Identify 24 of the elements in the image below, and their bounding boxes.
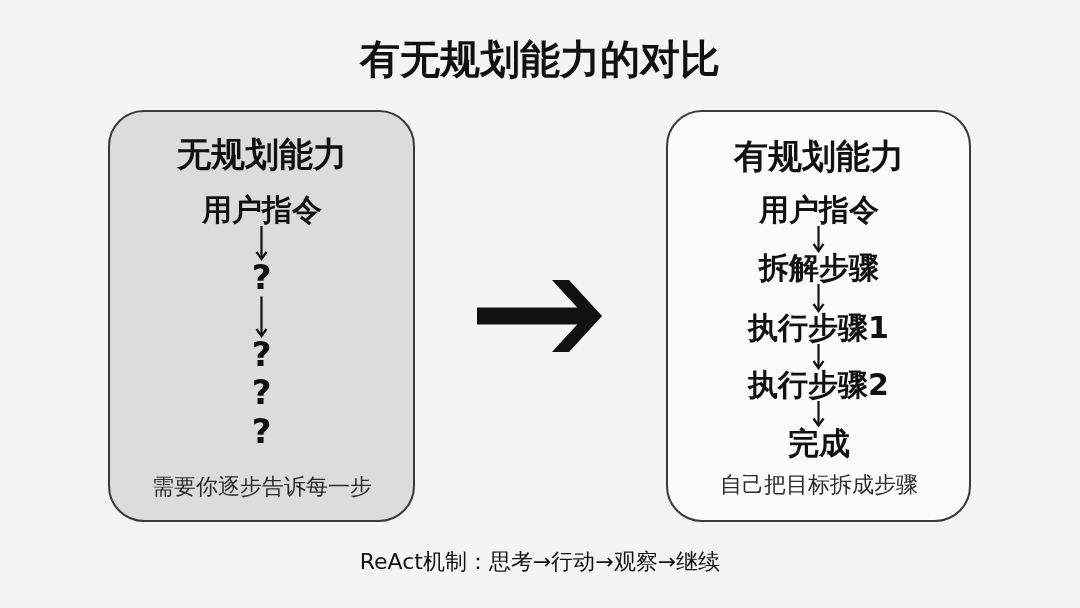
panel-heading: 有规划能力 — [733, 137, 904, 177]
flow-step: 用户指令 — [201, 193, 322, 226]
arrow — [812, 226, 825, 253]
flow-step: 执行步骤2 — [748, 368, 889, 401]
arrow — [255, 296, 268, 338]
panel-note: 需要你逐步告诉每一步 — [151, 474, 372, 500]
panel-heading: 无规划能力 — [176, 135, 347, 175]
arrow — [812, 344, 825, 370]
panel-note: 自己把目标拆成步骤 — [719, 472, 918, 498]
flow-step: 拆解步骤 — [758, 251, 879, 284]
flow-step: 完成 — [787, 425, 850, 460]
flow-step: 执行步骤1 — [748, 311, 889, 344]
flow-step: 用户指令 — [758, 193, 879, 226]
flow-step: ? — [251, 259, 272, 297]
comparison-panel — [108, 110, 415, 522]
diagram-title: 有无规划能力的对比 — [360, 36, 720, 82]
comparison-panel — [666, 110, 971, 522]
arrow — [812, 401, 825, 427]
mechanism-note: ReAct机制：思考→行动→观察→继续 — [359, 549, 721, 576]
flow-step: ? — [251, 374, 272, 412]
flow-step: ? — [251, 336, 272, 374]
arrow — [812, 284, 825, 313]
arrow — [255, 226, 268, 261]
flow-step: ? — [251, 413, 272, 451]
